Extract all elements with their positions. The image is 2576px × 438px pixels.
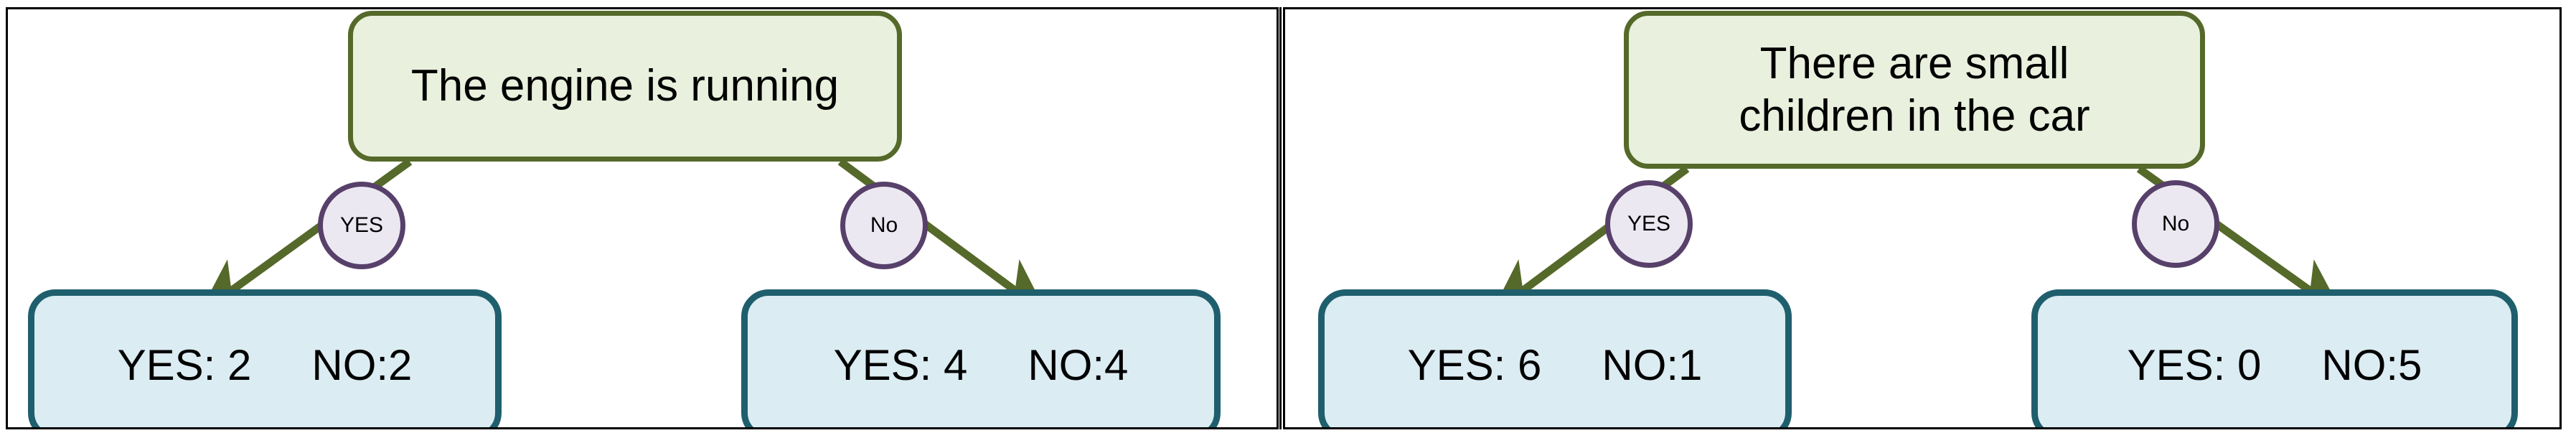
decision-tree-panel-right: There are small children in the car YES … xyxy=(1283,7,2562,429)
leaf-no-count: NO:5 xyxy=(2321,340,2422,389)
edge-path-yes xyxy=(199,158,413,314)
leaf-node-no-branch[interactable]: YES: 0 NO:5 xyxy=(2031,289,2518,427)
edge-label-no[interactable]: No xyxy=(2132,180,2219,268)
edge-label-yes[interactable]: YES xyxy=(318,182,405,269)
leaf-yes-count: YES: 0 xyxy=(2127,340,2262,389)
edge-label-yes[interactable]: YES xyxy=(1605,180,1693,268)
question-node[interactable]: The engine is running xyxy=(348,11,902,162)
panel-divider xyxy=(1279,7,1282,429)
edge-label-no-text: No xyxy=(870,213,898,237)
leaf-yes-count: YES: 6 xyxy=(1407,340,1542,389)
edge-label-no-text: No xyxy=(2161,212,2190,236)
leaf-no-count: NO:2 xyxy=(311,340,413,389)
decision-tree-panel-left: The engine is running YES No YES: 2 NO:2… xyxy=(6,7,1279,429)
edge-label-no[interactable]: No xyxy=(840,182,928,269)
leaf-counts: YES: 4 NO:4 xyxy=(834,340,1129,390)
leaf-node-yes-branch[interactable]: YES: 6 NO:1 xyxy=(1318,289,1792,427)
leaf-counts: YES: 2 NO:2 xyxy=(118,340,413,390)
edge-label-yes-text: YES xyxy=(339,213,384,237)
leaf-node-yes-branch[interactable]: YES: 2 NO:2 xyxy=(28,289,502,427)
leaf-yes-count: YES: 4 xyxy=(833,340,968,389)
leaf-no-count: NO:4 xyxy=(1028,340,1129,389)
question-node[interactable]: There are small children in the car xyxy=(1624,11,2205,169)
leaf-yes-count: YES: 2 xyxy=(117,340,252,389)
leaf-counts: YES: 0 NO:5 xyxy=(2128,340,2422,390)
leaf-counts: YES: 6 NO:1 xyxy=(1408,340,1703,390)
leaf-no-count: NO:1 xyxy=(1602,340,1703,389)
edge-label-yes-text: YES xyxy=(1627,212,1671,236)
leaf-node-no-branch[interactable]: YES: 4 NO:4 xyxy=(741,289,1221,427)
